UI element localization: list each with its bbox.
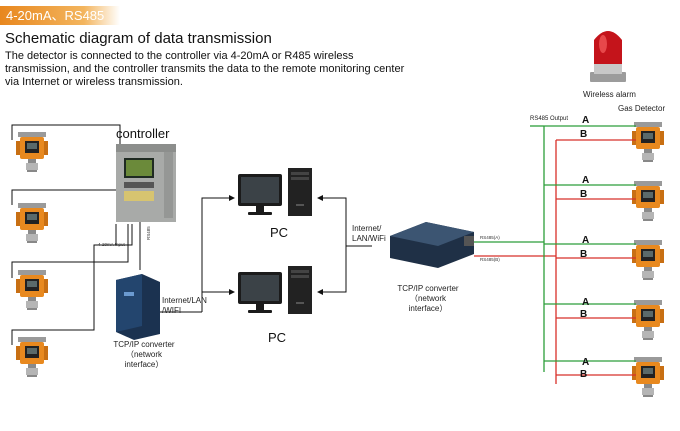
gas-detector-right-2: [632, 181, 664, 221]
marker-a: A: [582, 297, 590, 308]
page-title: Schematic diagram of data transmission: [5, 30, 272, 47]
controller-cabinet: [116, 144, 176, 222]
rs485a-label: RS485(A): [480, 235, 500, 240]
section-tag: 4-20mA、RS485: [0, 6, 120, 25]
pc-links-left: [160, 195, 235, 313]
pc-bottom-icon: [238, 266, 312, 314]
converter-right-label: TCP/IP converter （network interface）: [397, 284, 459, 313]
marker-a: A: [582, 115, 590, 126]
rs485b-label: RS485(B): [480, 257, 500, 262]
marker-b: B: [580, 369, 588, 380]
gas-detector-right-1: [632, 122, 664, 162]
rs485-vertical-label: RS485: [146, 226, 151, 240]
wireless-alarm-icon: [590, 31, 626, 82]
converter-left-label: TCP/IP converter （network interface）: [113, 340, 175, 369]
gas-detector-left-4: [16, 337, 48, 377]
marker-a: A: [582, 357, 590, 368]
pc-links-right: [317, 195, 372, 295]
gas-detector-right-3: [632, 240, 664, 280]
link-left-label: Internet/LAN /WIFI: [162, 296, 207, 315]
gas-detector-right-4: [632, 300, 664, 340]
pc-bottom-label: PC: [268, 330, 287, 345]
marker-b: B: [580, 309, 588, 320]
gas-detector-left-2: [16, 203, 48, 243]
rs485-bus: [474, 125, 636, 384]
pc-top-icon: [238, 168, 312, 216]
tcpip-converter-right: [390, 222, 474, 268]
marker-b: B: [580, 249, 588, 260]
marker-a: A: [582, 235, 590, 246]
gas-detector-left-1: [16, 132, 48, 172]
link-right-label: Internet/ LAN/WiFi: [352, 224, 386, 243]
tcpip-converter-left: [116, 274, 160, 340]
marker-b: B: [580, 129, 588, 140]
gas-detector-left-3: [16, 270, 48, 310]
detect-input-label: 4-20mA Input: [98, 242, 125, 247]
pc-top-label: PC: [270, 225, 289, 240]
gas-detector-label: Gas Detector: [618, 104, 666, 113]
gas-detector-right-5: [632, 357, 664, 397]
marker-a: A: [582, 175, 590, 186]
rs485-output-label: RS485 Output: [530, 116, 569, 122]
controller-label: controller: [116, 126, 170, 141]
wireless-alarm-label: Wireless alarm: [583, 90, 636, 99]
marker-b: B: [580, 189, 588, 200]
page-description: The detector is connected to the control…: [5, 50, 405, 88]
